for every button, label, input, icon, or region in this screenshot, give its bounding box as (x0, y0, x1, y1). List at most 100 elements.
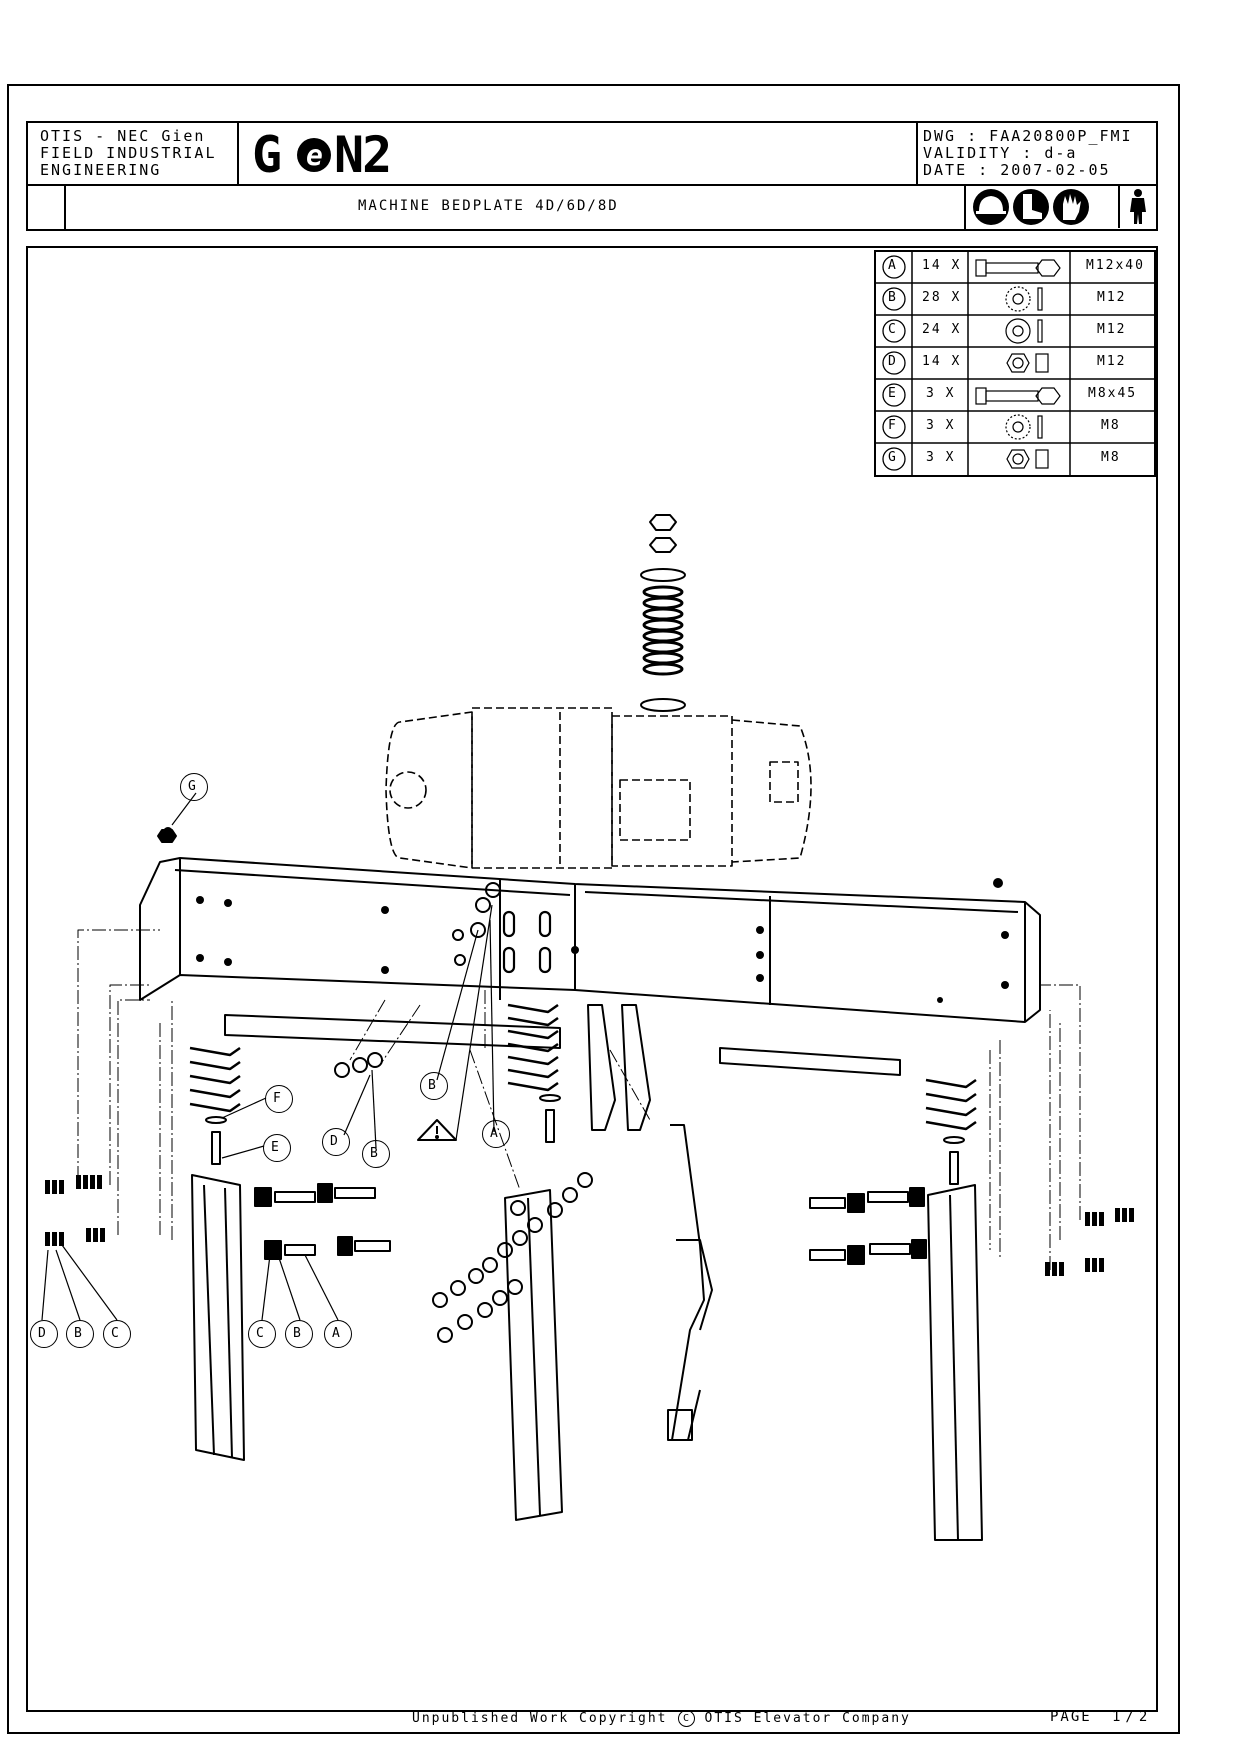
copyright-symbol-icon: C (677, 1710, 695, 1727)
parts-table-grid (874, 250, 1156, 477)
person-ppe-icon (1130, 189, 1146, 224)
parts-size: M8 (1101, 418, 1121, 433)
copyright-owner: OTIS Elevator Company (704, 1711, 911, 1726)
slotted-holes (502, 910, 552, 974)
parts-letter: C (888, 322, 898, 337)
callout-g (180, 773, 208, 801)
parts-size: M12 (1097, 322, 1127, 337)
hardware-left-bolts (254, 1183, 391, 1260)
drawing-title: MACHINE BEDPLATE 4D/6D/8D (358, 198, 619, 214)
callout-e (263, 1134, 291, 1162)
hard-hat-icon (973, 189, 1009, 225)
parts-size: M12 (1097, 290, 1127, 305)
footer-copyright: Unpublished Work Copyright C OTIS Elevat… (412, 1710, 911, 1727)
bolt-icon (975, 387, 1061, 405)
callout-a-lower-label: A (332, 1326, 340, 1341)
callout-d-upper (322, 1128, 350, 1156)
copyright-prefix: Unpublished Work Copyright (412, 1711, 668, 1726)
parts-letter: E (888, 386, 898, 401)
validity: VALIDITY : d-a (923, 144, 1078, 162)
callout-c-left-label: C (111, 1326, 119, 1341)
dwg-number: DWG : FAA20800P_FMI (923, 127, 1133, 145)
bolt-icon (975, 259, 1061, 277)
parts-table: A 14 X M12x40 B 28 X M12 C 24 X M12 D 14… (874, 250, 1156, 477)
company-line-3: ENGINEERING (40, 161, 162, 179)
callout-b-lower-label: B (293, 1326, 301, 1341)
callout-b-upper (420, 1072, 448, 1100)
parts-letter: G (888, 450, 898, 465)
bedplate-beam (139, 857, 1041, 1076)
parts-letter: D (888, 354, 898, 369)
bolt-e-right (943, 1136, 965, 1185)
parts-size: M12 (1097, 354, 1127, 369)
gen2-logo: G e N2 (252, 128, 392, 180)
parts-qty: 3 X (926, 418, 956, 433)
callout-b-mid-label: B (370, 1146, 378, 1161)
callout-a-lower (324, 1320, 352, 1348)
callout-a-upper-label: A (490, 1126, 498, 1141)
hardware-right-bolts (809, 1187, 927, 1265)
callout-d-upper-label: D (330, 1134, 338, 1149)
bolt-e-left (205, 1116, 227, 1165)
callout-b-upper-label: B (428, 1078, 436, 1093)
callout-b-mid (362, 1140, 390, 1168)
callout-c-left (103, 1320, 131, 1348)
company-line-2: FIELD INDUSTRIAL (40, 144, 217, 162)
nut-g-left (157, 829, 177, 843)
glove-icon (1053, 189, 1089, 225)
lock-washer-icon (1005, 286, 1043, 312)
hardware-left-upper (45, 1175, 105, 1246)
date: DATE : 2007-02-05 (923, 161, 1111, 179)
callout-d-left (30, 1320, 58, 1348)
rubber-pad-center (507, 1003, 559, 1092)
svg-text:e: e (306, 139, 323, 172)
spring-buffer-assembly (640, 514, 686, 712)
bolt-e-center (539, 1094, 561, 1143)
hex-nut-icon (1006, 353, 1049, 373)
callout-d-left-label: D (38, 1326, 46, 1341)
parts-qty: 3 X (926, 450, 956, 465)
rubber-pad-right (925, 1078, 977, 1131)
hex-nut-icon (1006, 449, 1049, 469)
svg-text:N2: N2 (334, 128, 390, 180)
parts-qty: 14 X (922, 258, 962, 273)
motor-outline (385, 707, 812, 869)
callout-b-left-label: B (74, 1326, 82, 1341)
callout-f-label: F (273, 1091, 281, 1106)
callout-e-label: E (271, 1140, 279, 1155)
page-number: 1/2 (1112, 1709, 1153, 1725)
hardware-right-nuts (1045, 1208, 1134, 1276)
lock-washer-icon (1005, 414, 1043, 440)
outer-frame (7, 84, 1180, 1734)
parts-qty: 28 X (922, 290, 962, 305)
page-label: PAGE (1050, 1709, 1092, 1725)
rope-clamp-assembly (667, 1124, 713, 1441)
parts-qty: 3 X (926, 386, 956, 401)
parts-letter: F (888, 418, 898, 433)
safety-icons (973, 186, 1146, 228)
title-block-frame (26, 121, 1158, 231)
parts-letter: B (888, 290, 898, 305)
warning-triangle-icon (417, 1119, 457, 1141)
svg-text:G: G (252, 128, 280, 180)
parts-size: M8x45 (1088, 386, 1138, 401)
callout-b-lower (285, 1320, 313, 1348)
callout-c-mid-label: C (256, 1326, 264, 1341)
parts-qty: 24 X (922, 322, 962, 337)
drawing-frame (26, 246, 1158, 1712)
callout-g-label: G (188, 779, 196, 794)
callout-f (265, 1085, 293, 1113)
callout-b-left (66, 1320, 94, 1348)
company-line-1: OTIS - NEC Gien (40, 127, 206, 145)
support-right (927, 1184, 983, 1541)
rubber-pad-left (189, 1046, 241, 1113)
callout-c-mid (248, 1320, 276, 1348)
parts-size: M12x40 (1086, 258, 1145, 273)
support-center (504, 1189, 563, 1521)
parts-size: M8 (1101, 450, 1121, 465)
brake-caliper-assembly (587, 1004, 651, 1131)
parts-qty: 14 X (922, 354, 962, 369)
hardware-center-nuts (334, 882, 593, 1343)
support-left (191, 1174, 245, 1461)
